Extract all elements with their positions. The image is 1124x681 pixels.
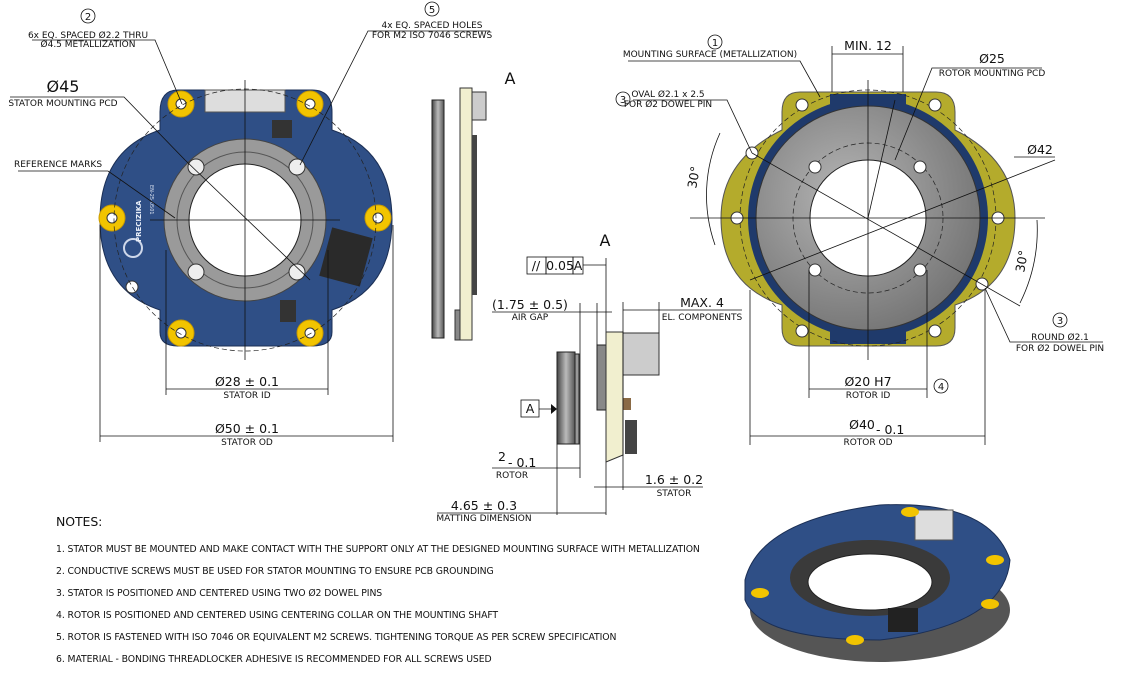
rotor-view: 1 MOUNTING SURFACE (METALLIZATION) MIN. … (615, 34, 1104, 448)
notes-title: NOTES: (56, 514, 103, 529)
rotor-id-value: Ø20 H7 (844, 374, 891, 389)
air-gap-value: (1.75 ± 0.5) (492, 297, 568, 312)
rotor-od-tol: - 0.1 (876, 422, 904, 437)
callout-5-number: 5 (429, 5, 435, 16)
angle-left: 30° (684, 165, 703, 189)
rotor-pcd-label: ROTOR MOUNTING PCD (939, 69, 1046, 79)
callout-4-number: 4 (938, 382, 944, 393)
callout-2-line2: Ø4.5 METALLIZATION (41, 39, 136, 50)
parallelism-datum: A (574, 258, 583, 273)
stator-od-value: Ø50 ± 0.1 (215, 421, 279, 436)
air-gap-label: AIR GAP (512, 313, 549, 323)
oval-line2: FOR Ø2 DOWEL PIN (624, 99, 712, 110)
rotor-thickness-label: ROTOR (496, 471, 528, 481)
max-value: MAX. 4 (680, 295, 724, 310)
view-label-a: A (600, 231, 611, 250)
reference-hole (125, 280, 139, 294)
stator-thickness-label: STATOR (657, 489, 692, 499)
oval-line1: OVAL Ø2.1 x 2.5 (631, 89, 704, 100)
section-view: A // 0.05 A A (1.75 ± 0.5) AIR GAP MAX. … (436, 231, 742, 524)
stator-id-value: Ø28 ± 0.1 (215, 374, 279, 389)
rotor-thickness-value: 2 (498, 449, 506, 464)
stator-pcd-label: STATOR MOUNTING PCD (8, 99, 117, 109)
callout-5-line1: 4x EQ. SPACED HOLES (382, 21, 483, 31)
rotor-od-value: Ø40 (849, 417, 875, 432)
round-line2: FOR Ø2 DOWEL PIN (1016, 343, 1104, 354)
matting-label: MATTING DIMENSION (436, 514, 531, 524)
matting-value: 4.65 ± 0.3 (451, 498, 517, 513)
stator-view: PRECIZIKA EN-25-0501 2 6x EQ. SPACED Ø2.… (8, 1, 493, 448)
note-6: 6. MATERIAL - BONDING THREADLOCKER ADHES… (56, 654, 492, 665)
rotor-pcd-value: Ø25 (979, 51, 1005, 66)
callout-3a-number: 3 (620, 95, 626, 106)
callout-3b-number: 3 (1057, 316, 1063, 327)
note-3: 3. STATOR IS POSITIONED AND CENTERED USI… (56, 588, 383, 599)
rotor-section (556, 351, 576, 445)
round-line1: ROUND Ø2.1 (1031, 332, 1089, 343)
encoder-3d-render (744, 504, 1011, 662)
parallelism-value: 0.05 (546, 258, 574, 273)
rotor-od-label: ROTOR OD (843, 438, 892, 448)
ic-chip (319, 227, 373, 287)
callout-2-number: 2 (85, 12, 91, 23)
note-2: 2. CONDUCTIVE SCREWS MUST BE USED FOR ST… (56, 566, 494, 577)
callout-1-label: MOUNTING SURFACE (METALLIZATION) (623, 50, 797, 60)
note-5: 5. ROTOR IS FASTENED WITH ISO 7046 OR EQ… (56, 632, 617, 643)
d42-value: Ø42 (1027, 142, 1053, 157)
pcb-brand: PRECIZIKA (135, 200, 143, 242)
stator-section (605, 331, 624, 463)
min-value: MIN. 12 (844, 38, 892, 53)
stator-pcd-value: Ø45 (47, 77, 80, 96)
view-label-a-top: A (505, 69, 516, 88)
callout-5-line2: FOR M2 ISO 7046 SCREWS (372, 31, 493, 41)
angle-right: 30° (1012, 249, 1031, 273)
pcb-part-number: EN-25-0501 (148, 185, 154, 215)
rotor-id-label: ROTOR ID (846, 391, 891, 401)
note-4: 4. ROTOR IS POSITIONED AND CENTERED USIN… (56, 610, 498, 621)
screw-holes (187, 158, 306, 281)
note-1: 1. STATOR MUST BE MOUNTED AND MAKE CONTA… (56, 544, 700, 555)
datum-a-label: A (526, 401, 535, 416)
parallelism-symbol: // (532, 258, 541, 273)
stator-thickness-value: 1.6 ± 0.2 (645, 472, 703, 487)
max-label: EL. COMPONENTS (662, 313, 743, 323)
callout-1-number: 1 (712, 38, 718, 49)
stator-od-label: STATOR OD (221, 438, 273, 448)
callout-2-line1: 6x EQ. SPACED Ø2.2 THRU (28, 30, 148, 41)
reference-marks-label: REFERENCE MARKS (14, 160, 102, 170)
stator-id-label: STATOR ID (223, 391, 270, 401)
rotor-thickness-tol: - 0.1 (508, 455, 536, 470)
top-side-view: A (431, 69, 516, 341)
